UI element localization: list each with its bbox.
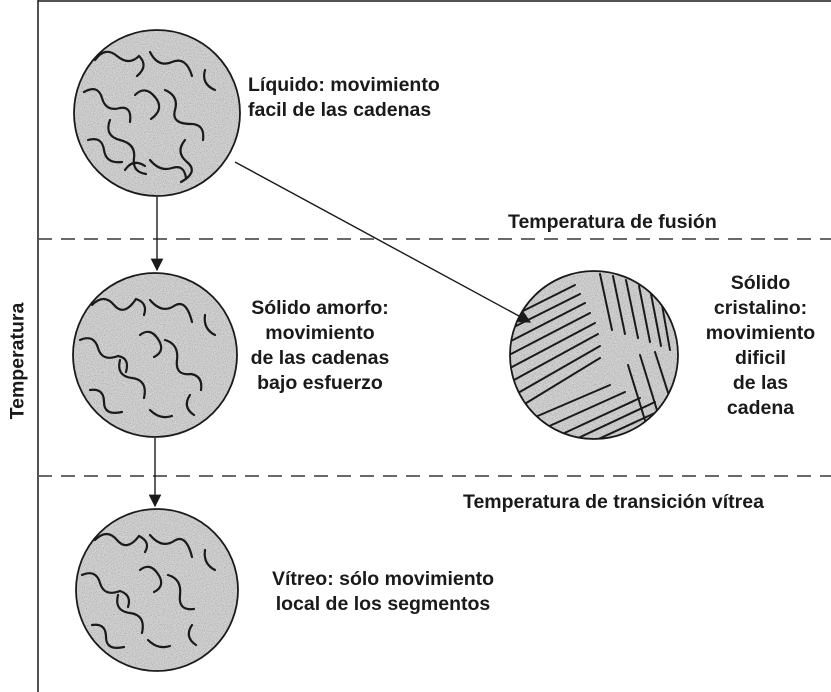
temperature-axis-label: Temperatura [6, 302, 29, 420]
glassy-state-circle [75, 508, 239, 672]
fusion-temperature-label: Temperatura de fusión [508, 211, 717, 233]
liquid-state-label: Líquido: movimiento facil de las cadenas [248, 74, 440, 121]
crystalline-state-circle [509, 270, 679, 440]
glass-transition-label: Temperatura de transición vítrea [463, 491, 764, 513]
glassy-state-label: Vítreo: sólo movimiento local de los seg… [271, 568, 495, 615]
crystalline-state-label: Sólido cristalino: movimiento dificil de… [705, 272, 816, 419]
amorphous-state-circle [72, 272, 238, 438]
liquid-state-circle [73, 29, 241, 197]
amorphous-state-label: Sólido amorfo: movimiento de las cadenas… [250, 297, 390, 394]
arrow-liquid-to-crystalline [234, 161, 532, 323]
